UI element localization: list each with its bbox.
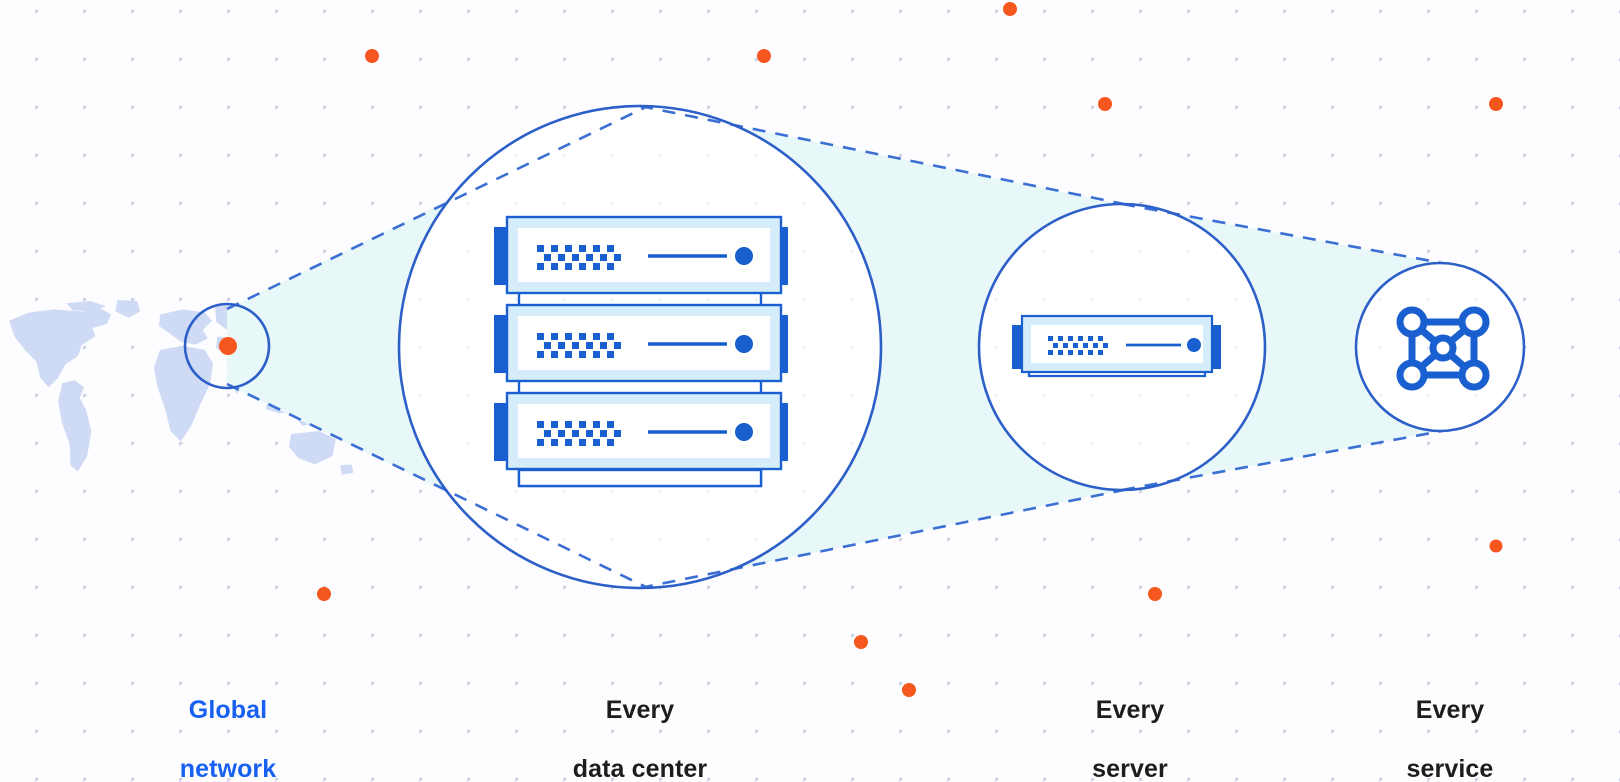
label-every-service-line2: service — [1406, 754, 1494, 782]
label-every-server-line1: Every — [1095, 695, 1165, 724]
label-every-server: Every server — [1030, 666, 1230, 782]
led-grid-3 — [537, 421, 621, 446]
server-rack-group — [494, 215, 788, 488]
map-location-marker — [219, 337, 237, 355]
led-grid-2 — [537, 333, 621, 358]
led-grid-server — [1048, 336, 1108, 355]
label-global-network-line1: Global — [188, 695, 268, 724]
label-every-server-line2: server — [1092, 754, 1168, 782]
dashed-line-map-top — [226, 104, 649, 311]
label-every-service-line1: Every — [1415, 695, 1485, 724]
led-grid-1 — [537, 245, 621, 270]
map-highlight-circle — [183, 302, 271, 390]
server-unit-group — [1012, 314, 1221, 378]
label-every-service: Every service — [1350, 666, 1550, 782]
server-unit-1 — [494, 215, 788, 295]
label-every-data-center-line2: data center — [572, 754, 708, 782]
orange-accent-dots — [317, 2, 1503, 697]
label-global-network-line2: network — [179, 754, 277, 782]
datacenter-circle — [397, 104, 883, 590]
network-mesh-nodes — [1396, 306, 1490, 391]
label-every-data-center-line1: Every — [605, 695, 675, 724]
service-circle — [1354, 261, 1526, 433]
server-unit-2 — [494, 303, 788, 383]
dashed-line-map-bottom — [226, 382, 649, 590]
server-rack-base — [517, 468, 763, 488]
label-global-network: Global network — [128, 666, 328, 782]
label-every-data-center: Every data center — [540, 666, 740, 782]
server-circle — [977, 202, 1267, 492]
